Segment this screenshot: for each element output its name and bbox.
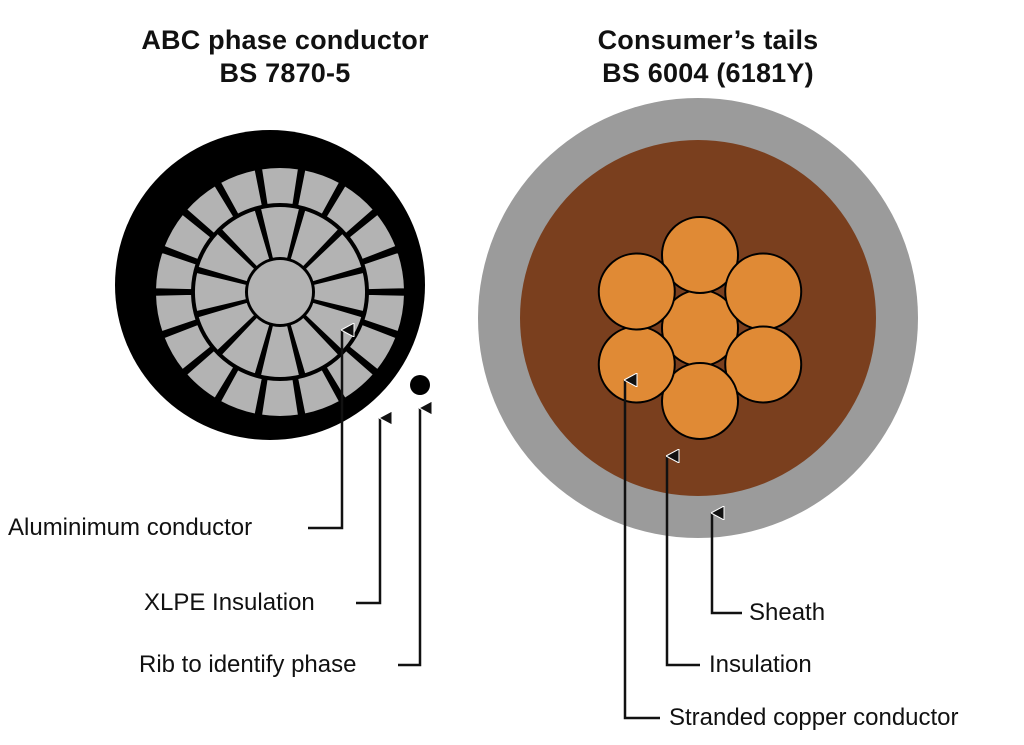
outer-aluminium-strand <box>259 166 301 207</box>
rib-leader <box>398 408 420 667</box>
phase-rib-label: Rib to identify phase <box>139 651 357 678</box>
center-strand <box>246 258 314 326</box>
tails-insulation-label: Insulation <box>709 651 812 678</box>
insulation-leader <box>356 418 380 605</box>
tails-cable-title-line1: Consumer’s tails <box>597 25 819 55</box>
tails-cable-cross-section <box>478 98 918 538</box>
outer-strand-ring <box>154 166 406 418</box>
copper-strand <box>661 216 739 294</box>
sheath-label: Sheath <box>749 599 826 626</box>
copper-leader <box>623 380 660 720</box>
outer-aluminium-strand <box>362 250 406 292</box>
abc-cable-title: ABC phase conductor BS 7870-5 <box>120 24 450 90</box>
tails-cable-title: Consumer’s tails BS 6004 (6181Y) <box>548 24 868 90</box>
outer-aluminium-strand <box>218 168 264 216</box>
conductor-leader <box>308 330 342 530</box>
abc-cable-cross-section <box>115 130 430 440</box>
outer-aluminium-strand <box>296 368 342 416</box>
abc-cable-title-line1: ABC phase conductor <box>141 25 429 55</box>
stranded-copper-label: Stranded copper conductor <box>669 704 959 731</box>
abc-cable-title-line2: BS 7870-5 <box>219 58 351 88</box>
aluminium-conductor-label: Aluminimum conductor <box>8 514 253 541</box>
outer-aluminium-strand <box>162 212 213 262</box>
outer-aluminium-strand <box>324 349 375 400</box>
outer-aluminium-strand <box>259 377 301 418</box>
outer-aluminium-strand <box>362 292 406 334</box>
tails-cable-title-line2: BS 6004 (6181Y) <box>602 58 814 88</box>
xlpe-insulation-label: XLPE Insulation <box>144 589 315 616</box>
copper-strand <box>597 252 676 331</box>
outer-aluminium-strand <box>185 184 236 235</box>
copper-strand <box>724 325 803 404</box>
copper-strand <box>597 325 676 404</box>
outer-aluminium-strand <box>185 349 236 400</box>
copper-strands <box>597 216 803 440</box>
phase-rib <box>410 375 430 395</box>
outer-aluminium-strand <box>324 184 375 235</box>
sheath-leader <box>710 513 742 615</box>
copper-strand <box>724 252 803 331</box>
outer-aluminium-strand <box>162 322 213 372</box>
outer-aluminium-strand <box>347 212 398 262</box>
outer-aluminium-strand <box>296 168 342 216</box>
outer-aluminium-strand <box>154 250 198 292</box>
middle-strand-ring <box>193 205 367 379</box>
outer-aluminium-strand <box>347 322 398 372</box>
outer-aluminium-strand <box>218 368 264 416</box>
tails-insulation-leader <box>665 456 700 667</box>
copper-strand <box>661 362 739 440</box>
outer-aluminium-strand <box>154 292 198 334</box>
